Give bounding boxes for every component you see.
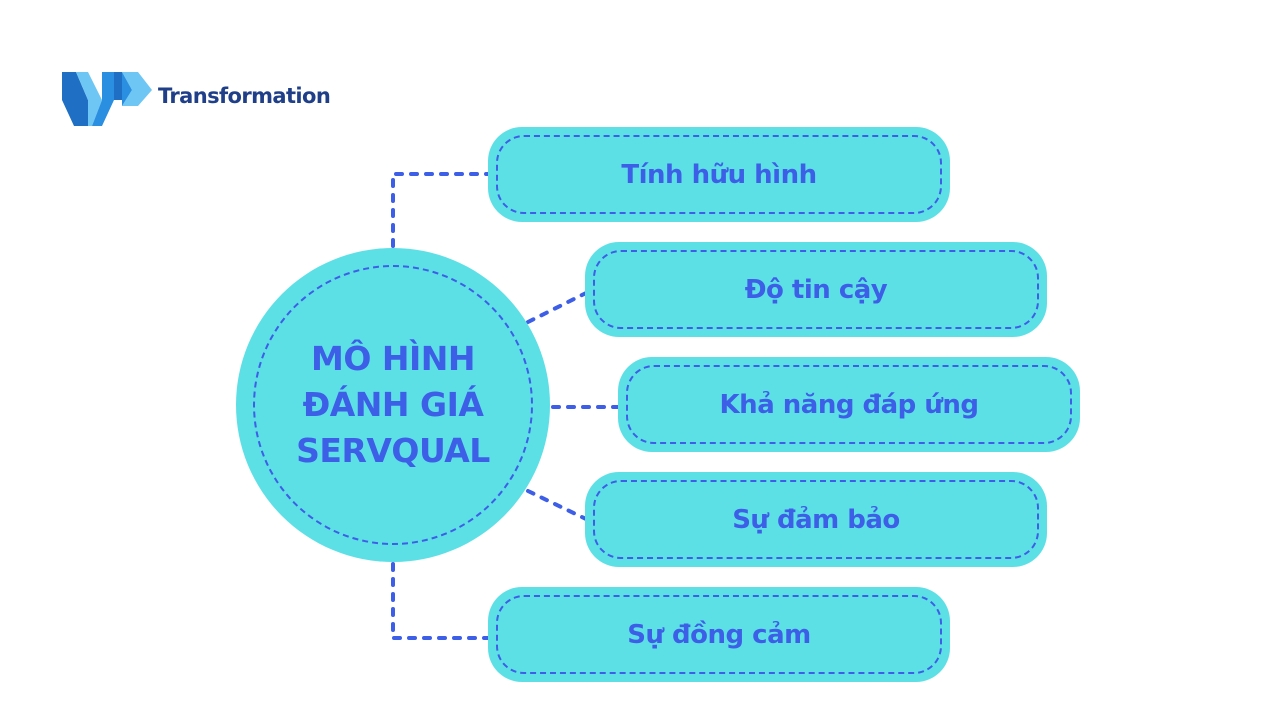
node-label: Khả năng đáp ứng	[719, 389, 979, 420]
node-empathy: Sự đồng cảm	[488, 587, 950, 682]
node-dashed-border: Độ tin cậy	[593, 250, 1039, 329]
node-dashed-border: Khả năng đáp ứng	[626, 365, 1072, 444]
node-assurance: Sự đảm bảo	[585, 472, 1047, 567]
hub-title: MÔ HÌNH ĐÁNH GIÁ SERVQUAL	[296, 339, 490, 470]
node-label: Sự đảm bảo	[732, 504, 900, 535]
servqual-hub: MÔ HÌNH ĐÁNH GIÁ SERVQUAL	[236, 248, 550, 562]
node-tangibles: Tính hữu hình	[488, 127, 950, 222]
brand-logo: Transformation	[62, 70, 342, 128]
connector-bottom	[391, 562, 490, 640]
node-reliability: Độ tin cậy	[585, 242, 1047, 337]
node-label: Sự đồng cảm	[627, 619, 811, 650]
node-dashed-border: Sự đồng cảm	[496, 595, 942, 674]
brand-name: Transformation	[158, 84, 331, 108]
connector-upper-diagonal	[526, 290, 590, 324]
node-dashed-border: Tính hữu hình	[496, 135, 942, 214]
mp-logo-icon	[62, 72, 152, 126]
hub-dashed-border: MÔ HÌNH ĐÁNH GIÁ SERVQUAL	[253, 265, 533, 545]
connector-lower-diagonal	[526, 489, 590, 522]
node-label: Độ tin cậy	[744, 274, 888, 305]
connector-top	[391, 172, 490, 248]
node-label: Tính hữu hình	[621, 159, 817, 190]
node-dashed-border: Sự đảm bảo	[593, 480, 1039, 559]
node-responsiveness: Khả năng đáp ứng	[618, 357, 1080, 452]
